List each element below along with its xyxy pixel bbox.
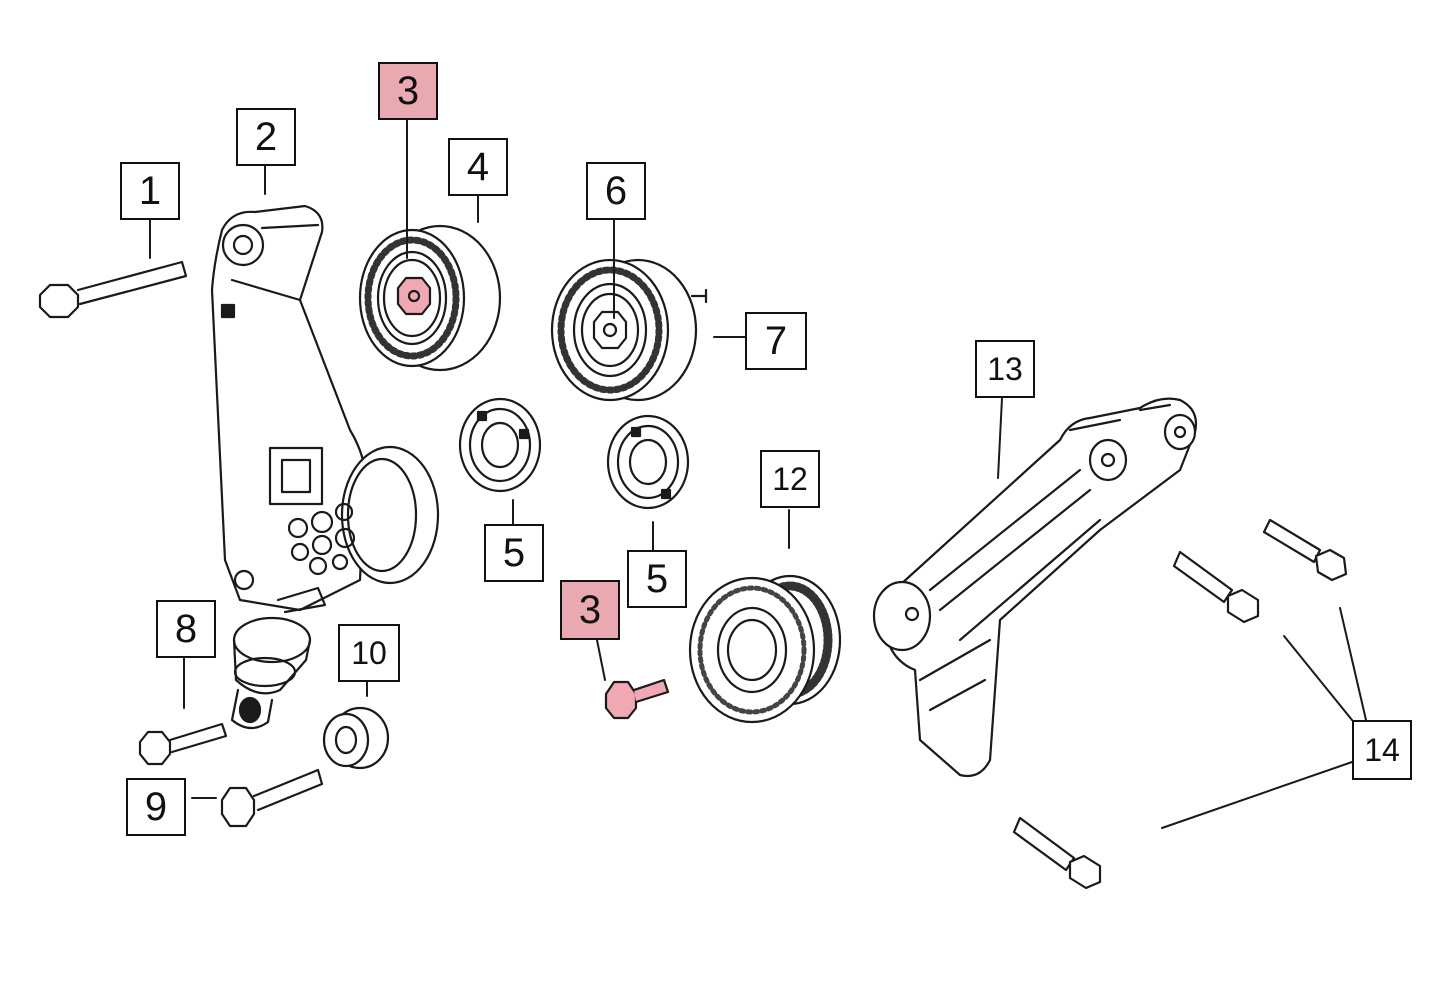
part-5-dust-shield-a: [458, 397, 542, 493]
part-6-idler-pulley: [550, 258, 708, 402]
callout-8: 8: [156, 600, 216, 658]
part-14-bolt-a: [1262, 518, 1348, 582]
callout-7: 7: [745, 312, 807, 370]
leader-lines: [149, 119, 1367, 829]
callout-14: 14: [1352, 720, 1412, 780]
callout-4: 4: [448, 138, 508, 196]
part-4-idler-pulley: [358, 224, 502, 372]
callout-12: 12: [760, 450, 820, 508]
callout-5-left: 5: [484, 524, 544, 582]
callout-5-right: 5: [627, 550, 687, 608]
callout-13: 13: [975, 340, 1035, 398]
part-5-dust-shield-b: [606, 414, 690, 510]
callout-9: 9: [126, 778, 186, 836]
part-13-bracket: [872, 397, 1198, 778]
part-2-tensioner-arm: [210, 204, 440, 730]
callout-2: 2: [236, 108, 296, 166]
part-12-grooved-pulley: [688, 574, 842, 724]
part-3-bolt: [604, 678, 670, 720]
part-14-bolt-c: [1012, 816, 1102, 890]
part-14-bolt-b: [1172, 550, 1260, 624]
callout-3-highlighted-lower: 3: [560, 580, 620, 640]
part-10-spacer: [322, 706, 390, 770]
callout-3-highlighted: 3: [378, 62, 438, 120]
callout-1: 1: [120, 162, 180, 220]
part-8-bolt: [138, 722, 228, 766]
part-9-bolt: [220, 768, 324, 828]
callout-6: 6: [586, 162, 646, 220]
callout-10: 10: [338, 624, 400, 682]
part-1-bolt: [38, 260, 188, 319]
